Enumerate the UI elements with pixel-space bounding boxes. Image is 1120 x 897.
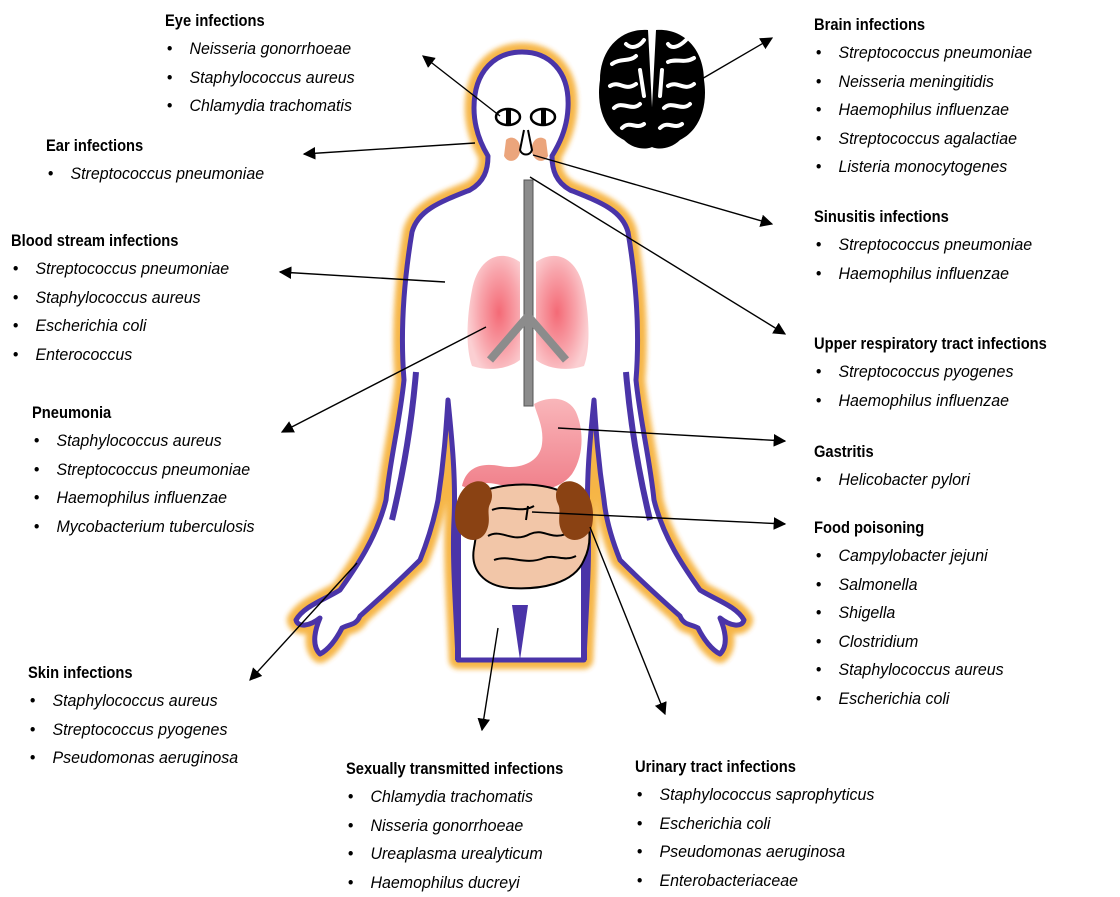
- group-title: Pneumonia: [32, 402, 237, 424]
- list-item: Staphylococcus aureus: [165, 64, 355, 93]
- list-item: Haemophilus influenzae: [814, 96, 1032, 125]
- list-item: Staphylococcus saprophyticus: [635, 781, 874, 810]
- list-item: Chlamydia trachomatis: [346, 783, 582, 812]
- list-item: Mycobacterium tuberculosis: [32, 513, 255, 542]
- gastritis: Gastritis Helicobacter pylori: [814, 441, 980, 495]
- list-item: Streptococcus pneumoniae: [814, 231, 1032, 260]
- brain-icon: [599, 30, 705, 149]
- group-title: Ear infections: [46, 135, 247, 157]
- list-item: Haemophilus influenzae: [32, 484, 255, 513]
- sinusitis-infections: Sinusitis infections Streptococcus pneum…: [814, 206, 1046, 288]
- list-item: Streptococcus pneumoniae: [46, 160, 264, 189]
- list-item: Clostridium: [814, 628, 1004, 657]
- sexually-transmitted-infections: Sexually transmitted infections Chlamydi…: [346, 758, 597, 897]
- group-title: Brain infections: [814, 14, 1015, 36]
- list-item: Streptococcus pneumoniae: [11, 255, 229, 284]
- group-title: Sexually transmitted infections: [346, 758, 563, 780]
- list-item: Haemophilus influenzae: [814, 387, 1067, 416]
- list-item: Nisseria gonorrhoeae: [346, 812, 582, 841]
- ear-infections: Ear infections Streptococcus pneumoniae: [46, 135, 278, 189]
- group-title: Upper respiratory tract infections: [814, 333, 1047, 355]
- food-poisoning: Food poisoning Campylobacter jejuni Salm…: [814, 517, 1016, 713]
- group-title: Food poisoning: [814, 517, 989, 539]
- list-item: Ureaplasma urealyticum: [346, 840, 582, 869]
- list-item: Staphylococcus aureus: [32, 427, 255, 456]
- list-item: Escherichia coli: [11, 312, 229, 341]
- list-item: Neisseria gonorrhoeae: [165, 35, 355, 64]
- list-item: Helicobacter pylori: [814, 466, 970, 495]
- arrow-brain: [700, 38, 772, 80]
- list-item: Enterobacteriaceae: [635, 867, 874, 896]
- list-item: Enterococcus: [11, 341, 229, 370]
- list-item: Chlamydia trachomatis: [165, 92, 355, 121]
- list-item: Streptococcus pyogenes: [814, 358, 1067, 387]
- list-item: Shigella: [814, 599, 1004, 628]
- list-item: Haemophilus ducreyi: [346, 869, 582, 897]
- list-item: Staphylococcus aureus: [814, 656, 1004, 685]
- group-title: Eye infections: [165, 10, 340, 32]
- list-item: Streptococcus pneumoniae: [32, 456, 255, 485]
- group-title: Urinary tract infections: [635, 756, 855, 778]
- list-item: Pseudomonas aeruginosa: [28, 744, 238, 773]
- urinary-tract-infections: Urinary tract infections Staphylococcus …: [635, 756, 890, 895]
- upper-respiratory-tract-infections: Upper respiratory tract infections Strep…: [814, 333, 1083, 415]
- list-item: Listeria monocytogenes: [814, 153, 1032, 182]
- list-item: Escherichia coli: [814, 685, 1004, 714]
- brain-infections: Brain infections Streptococcus pneumonia…: [814, 14, 1046, 182]
- list-item: Staphylococcus aureus: [28, 687, 238, 716]
- pneumonia: Pneumonia Staphylococcus aureus Streptoc…: [32, 402, 269, 541]
- group-title: Blood stream infections: [11, 230, 212, 252]
- list-item: Streptococcus pyogenes: [28, 716, 238, 745]
- list-item: Salmonella: [814, 571, 1004, 600]
- list-item: Escherichia coli: [635, 810, 874, 839]
- list-item: Neisseria meningitidis: [814, 68, 1032, 97]
- skin-infections: Skin infections Staphylococcus aureus St…: [28, 662, 252, 773]
- list-item: Streptococcus pneumoniae: [814, 39, 1032, 68]
- eye-infections: Eye infections Neisseria gonorrhoeae Sta…: [165, 10, 367, 121]
- arrow-ear: [304, 143, 475, 154]
- list-item: Campylobacter jejuni: [814, 542, 1004, 571]
- list-item: Haemophilus influenzae: [814, 260, 1032, 289]
- group-title: Sinusitis infections: [814, 206, 1015, 228]
- list-item: Staphylococcus aureus: [11, 284, 229, 313]
- list-item: Pseudomonas aeruginosa: [635, 838, 874, 867]
- group-title: Gastritis: [814, 441, 957, 463]
- list-item: Streptococcus agalactiae: [814, 125, 1032, 154]
- blood-stream-infections: Blood stream infections Streptococcus pn…: [11, 230, 243, 369]
- group-title: Skin infections: [28, 662, 221, 684]
